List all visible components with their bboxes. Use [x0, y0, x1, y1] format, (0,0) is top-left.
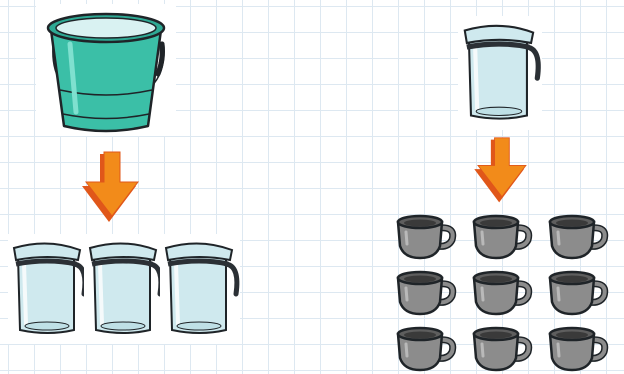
arrow-down-icon	[470, 136, 532, 206]
pitcher-icon	[160, 234, 240, 344]
pitcher-icon	[458, 16, 542, 130]
arrow-down-icon	[80, 150, 142, 226]
pitcher-icon	[84, 234, 164, 344]
cup-icon	[546, 212, 610, 260]
cup-icon	[394, 212, 458, 260]
cup-icon	[546, 268, 610, 316]
cup-icon	[394, 324, 458, 372]
cup-icon	[470, 212, 534, 260]
cup-icon	[546, 324, 610, 372]
cup-icon	[394, 268, 458, 316]
cup-icon	[470, 324, 534, 372]
bucket-icon	[36, 4, 176, 136]
pitcher-icon	[8, 234, 88, 344]
cup-icon	[470, 268, 534, 316]
